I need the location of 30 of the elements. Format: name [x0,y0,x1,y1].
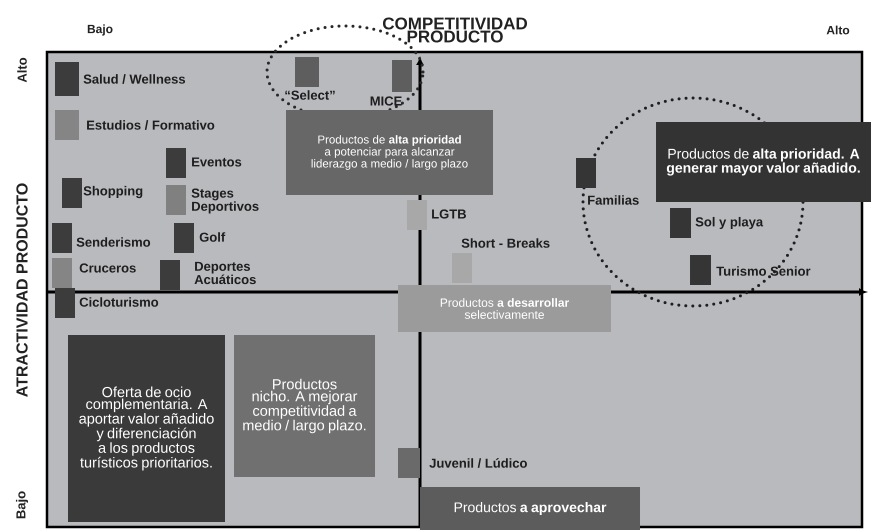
axis-title: COMPETITIVIDAD PRODUCTO [382,17,528,43]
product-label: Familias [588,195,639,205]
callout-box: Productos de alta prioridad a potenciar para alcanzar liderazgo a medio / largo plazo [286,110,493,195]
product-label: Juvenil / Lúdico [429,458,527,468]
product-label: Cicloturismo [80,297,158,307]
axis-label: Bajo [16,491,28,518]
product-label: MICE [370,96,402,106]
product-label: Turismo Senior [716,266,810,276]
callout-box: Productos de alta prioridad. A generar mayor valor añadido. [656,122,872,202]
product-label: Cruceros [80,263,136,273]
callout-box: Oferta de ocio complementaria. A aportar valor añadido y diferenciación a los productos turísticos prioritarios. [68,335,225,522]
product-label: Shopping [84,186,142,198]
product-label: Eventos [192,157,242,167]
callout-box: Productos a aprovechar [420,487,640,530]
product-label: Estudios / Formativo [87,120,214,130]
callout-box: Productos a desarrollar selectivamente [398,285,611,332]
axis-label: Bajo [88,24,113,36]
product-label: Short - Breaks [462,238,550,248]
axis-title: ATRACTIVIDAD PRODUCTO [16,183,28,397]
product-label: Deportes Acuáticos [194,262,256,284]
product-label: Salud / Wellness [84,74,186,84]
product-label: “Select” [285,90,335,100]
product-label: Stages Deportivos [192,188,259,214]
product-label: Sol y playa [696,216,764,230]
axis-label: Alto [826,26,850,34]
product-label: Golf [200,232,226,242]
product-label: LGTB [432,209,466,219]
axis-label: Alto [17,58,27,82]
product-label: Senderismo [76,237,150,247]
callout-box: Productos nicho. A mejorar competitividad a medio / largo plazo. [234,335,375,477]
